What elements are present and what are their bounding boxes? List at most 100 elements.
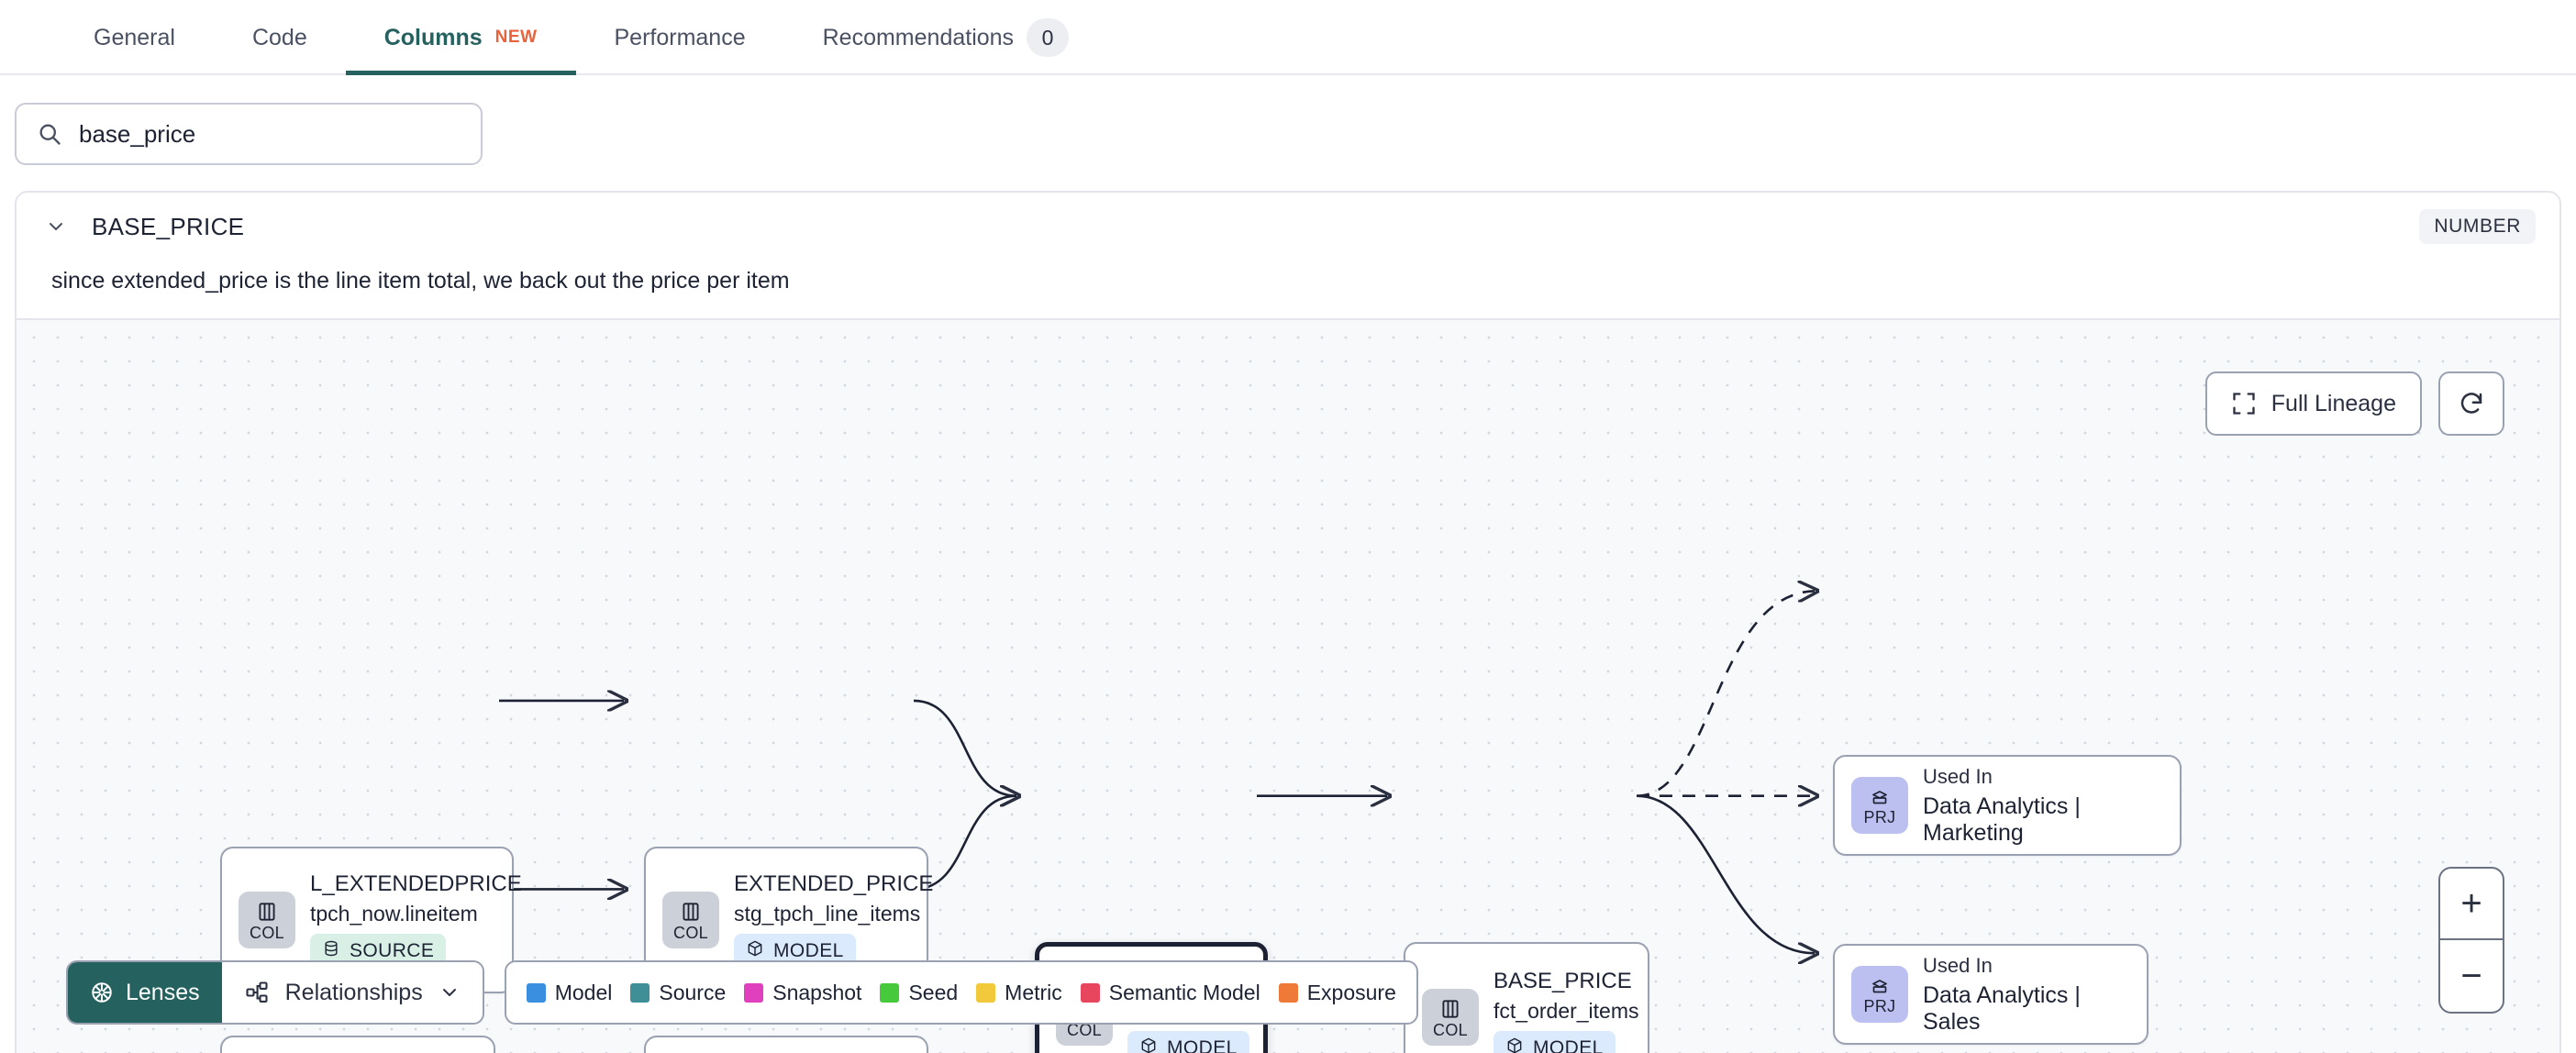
zoom-controls: + − (2438, 867, 2504, 1014)
node-usedin-label: Used In (1923, 764, 1993, 788)
legend-swatch (1278, 982, 1298, 1003)
cube-icon (1505, 1036, 1524, 1053)
legend-item-snapshot: Snapshot (744, 981, 861, 1005)
col-badge-label: COL (1433, 1020, 1468, 1039)
node-usedin-label: Used In (1923, 953, 1993, 977)
chevron-down-icon (439, 981, 461, 1003)
lineage-node-project-sales[interactable]: PRJ Used In Data Analytics | Sales (1833, 944, 2149, 1045)
zoom-in-button[interactable]: + (2440, 869, 2503, 940)
node-subtitle: stg_tpch_line_items (734, 902, 921, 926)
legend-item-source: Source (630, 981, 726, 1005)
node-kind-label: SOURCE (350, 940, 435, 961)
lineage-legend: Model Source Snapshot Seed Metric (504, 960, 1418, 1025)
node-kind-badge: MODEL (1493, 1031, 1616, 1053)
lineage-node-base-price-fct-order-items[interactable]: COL BASE_PRICE fct_order_items MODEL (1404, 942, 1649, 1053)
tab-columns[interactable]: Columns NEW (345, 0, 576, 75)
tab-code[interactable]: Code (214, 0, 346, 75)
cube-icon (746, 939, 764, 963)
edge-quantity-baseprice (913, 796, 1016, 891)
col-badge-label: COL (673, 923, 708, 942)
search-input[interactable]: base_price (15, 103, 483, 165)
col-icon-badge: COL (239, 892, 295, 948)
database-icon (322, 939, 340, 963)
node-title: EXTENDED_PRICE (734, 871, 934, 896)
full-lineage-button[interactable]: Full Lineage (2204, 371, 2422, 436)
prj-icon-badge: PRJ (1851, 966, 1908, 1023)
refresh-icon (2458, 390, 2485, 417)
node-kind-label: MODEL (1533, 1037, 1604, 1053)
full-lineage-label: Full Lineage (2271, 390, 2396, 416)
relationships-label: Relationships (284, 979, 423, 1005)
node-kind-label: MODEL (1167, 1037, 1238, 1053)
col-icon-badge: COL (1422, 989, 1479, 1046)
legend-label: Model (554, 980, 613, 1004)
aperture-icon (90, 981, 114, 1004)
lenses-label: Lenses (126, 979, 200, 1005)
search-icon (37, 121, 62, 147)
legend-item-metric: Metric (976, 981, 1062, 1005)
canvas-toolbar: Full Lineage (2204, 371, 2504, 436)
legend-swatch (880, 982, 900, 1003)
prj-badge-label: PRJ (1863, 996, 1896, 1015)
search-area: base_price (0, 75, 2576, 165)
legend-item-semantic-model: Semantic Model (1080, 980, 1260, 1005)
legend-item-model: Model (526, 980, 613, 1005)
lineage-canvas[interactable]: Full Lineage COL L_EXTENDEDPRICE tpch_no… (17, 318, 2559, 1053)
new-badge: NEW (494, 28, 538, 47)
legend-item-exposure: Exposure (1278, 980, 1396, 1005)
legend-swatch (744, 982, 764, 1003)
tab-bar: General Code Columns NEW Performance Rec… (0, 0, 2576, 75)
recommendations-count-badge: 0 (1027, 18, 1070, 57)
node-title: L_EXTENDEDPRICE (310, 871, 522, 896)
lineage-edges (481, 320, 2559, 1053)
column-description: since extended_price is the line item to… (51, 268, 790, 294)
column-name: BASE_PRICE (92, 212, 245, 240)
edge-fct-usevariables (1636, 794, 1815, 954)
edge-extendedprice-baseprice (913, 699, 1016, 796)
legend-swatch (976, 982, 996, 1003)
legend-swatch (1080, 982, 1100, 1003)
lineage-node-l-quantity[interactable]: COL L_QUANTITY tpch_now.lineitem SOURCE (220, 1036, 495, 1053)
node-project-name: Data Analytics | Sales (1923, 981, 2081, 1035)
cube-icon (1139, 1036, 1158, 1053)
legend-swatch (630, 982, 650, 1003)
chevron-down-icon[interactable] (40, 211, 72, 242)
col-badge-label: COL (1067, 1020, 1102, 1039)
lineage-node-quantity[interactable]: COL QUANTITY stg_tpch_line_items MODEL (644, 1036, 928, 1053)
legend-label: Snapshot (772, 980, 862, 1004)
node-title: BASE_PRICE (1493, 969, 1632, 993)
relationships-icon (244, 980, 270, 1005)
tab-recommendations[interactable]: Recommendations 0 (784, 0, 1107, 75)
tab-general[interactable]: General (55, 0, 214, 75)
legend-label: Metric (1005, 980, 1062, 1004)
legend-item-seed: Seed (880, 981, 958, 1005)
col-icon-badge: COL (662, 892, 719, 948)
legend-label: Semantic Model (1108, 980, 1260, 1004)
column-panel: BASE_PRICE NUMBER since extended_price i… (15, 191, 2561, 1053)
expand-icon (2231, 391, 2257, 416)
node-subtitle: fct_order_items (1493, 999, 1639, 1023)
legend-label: Source (659, 980, 727, 1004)
search-value: base_price (79, 119, 196, 148)
node-kind-badge: MODEL (1127, 1031, 1249, 1053)
node-project-name: Data Analytics | Marketing (1923, 793, 2081, 846)
tab-label: General (94, 24, 175, 50)
lineage-node-project-marketing[interactable]: PRJ Used In Data Analytics | Marketing (1833, 755, 2182, 856)
legend-label: Exposure (1306, 980, 1396, 1004)
legend-label: Seed (908, 980, 959, 1004)
col-badge-label: COL (250, 923, 284, 942)
column-header: BASE_PRICE NUMBER (17, 193, 2559, 260)
column-type-badge: NUMBER (2419, 209, 2536, 244)
tab-label: Code (251, 24, 307, 50)
edge-fct-prj-marketing (1636, 591, 1815, 798)
node-subtitle: tpch_now.lineitem (310, 902, 478, 926)
refresh-button[interactable] (2438, 371, 2504, 436)
lenses-group: Lenses Relationships (66, 960, 484, 1025)
prj-icon-badge: PRJ (1851, 777, 1908, 834)
lenses-button[interactable]: Lenses (68, 962, 222, 1023)
relationships-dropdown[interactable]: Relationships (222, 962, 483, 1023)
zoom-out-button[interactable]: − (2460, 955, 2482, 996)
canvas-bottom-bar: Lenses Relationships Model (66, 960, 1418, 1025)
tab-performance[interactable]: Performance (576, 0, 784, 75)
legend-swatch (526, 982, 546, 1003)
